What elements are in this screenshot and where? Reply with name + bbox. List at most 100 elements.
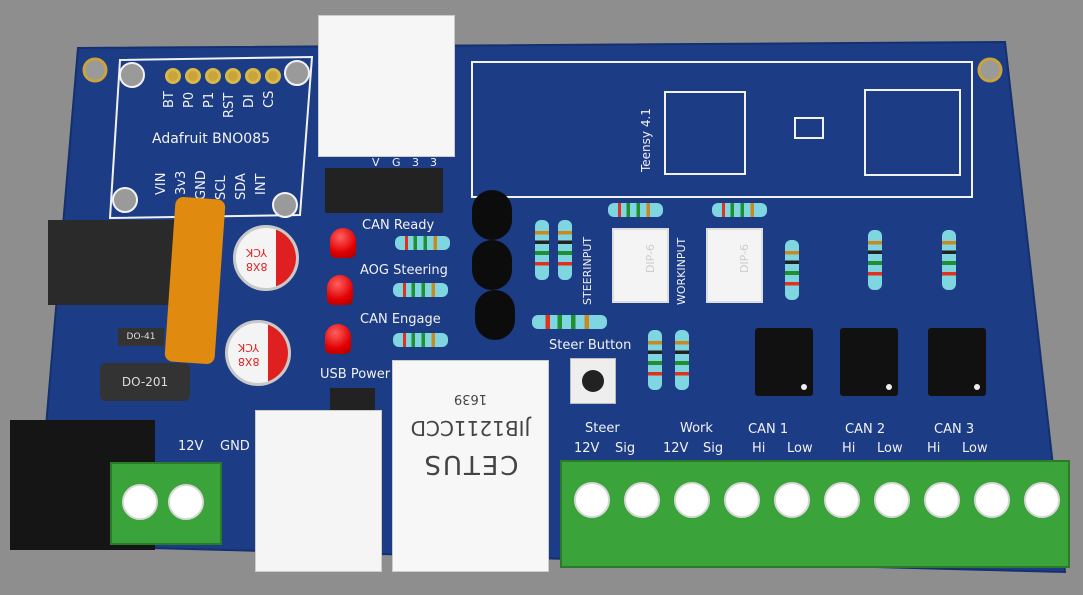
opto-input-label: WORKINPUT xyxy=(675,237,688,305)
resistor xyxy=(558,220,572,280)
terminal-screw[interactable] xyxy=(724,482,760,518)
resistor xyxy=(393,333,448,347)
led-aog-steering xyxy=(327,275,353,305)
can-transceiver-3 xyxy=(928,328,986,396)
terminal-label: Low xyxy=(877,441,903,456)
transistor xyxy=(472,240,512,290)
ethernet-model: JIB1211CCD xyxy=(410,416,531,440)
can-transceiver-1 xyxy=(755,328,813,396)
terminal-label: 12V xyxy=(663,441,689,456)
led-label: AOG Steering xyxy=(360,263,448,278)
terminal-screw[interactable] xyxy=(774,482,810,518)
pad xyxy=(205,68,221,84)
resistor xyxy=(868,230,882,290)
terminal-screw[interactable] xyxy=(874,482,910,518)
terminal-label: Sig xyxy=(703,441,724,456)
teensy-label: Teensy 4.1 xyxy=(639,108,653,172)
resistor xyxy=(942,230,956,290)
can-transceiver-2 xyxy=(840,328,898,396)
terminal-label: Sig xyxy=(615,441,636,456)
terminal-label: 12V xyxy=(178,439,204,454)
group-label: CAN 3 xyxy=(934,422,975,437)
header-pin-label: 3 xyxy=(412,156,419,169)
terminal-label: Low xyxy=(962,441,988,456)
pad xyxy=(165,68,181,84)
header-pin-label: G xyxy=(392,156,401,169)
resistor xyxy=(648,330,662,390)
resistor xyxy=(532,315,607,329)
pin-label: RST xyxy=(222,92,237,118)
ethernet-code: 1639 xyxy=(453,391,488,406)
pad xyxy=(265,68,281,84)
optocoupler-work: DIP-6 xyxy=(706,228,763,303)
transistor xyxy=(475,290,515,340)
pin-label: P1 xyxy=(202,91,217,108)
terminal-label: GND xyxy=(220,439,250,454)
usb-power-jumper[interactable] xyxy=(330,388,375,410)
led-label: CAN Engage xyxy=(360,312,441,327)
led-can-ready xyxy=(330,228,356,258)
io-terminal-block xyxy=(560,460,1070,568)
bno085-title: Adafruit BNO085 xyxy=(152,131,271,147)
group-label: CAN 2 xyxy=(845,422,886,437)
usb-connector-bottom xyxy=(255,410,382,572)
resistor xyxy=(393,283,448,297)
pin-label: DI xyxy=(242,94,257,108)
pad xyxy=(185,68,201,84)
resistor xyxy=(395,236,450,250)
ethernet-brand: CETUS xyxy=(422,449,519,479)
pin-label: VIN xyxy=(154,172,169,195)
pin-header xyxy=(325,168,443,213)
resistor xyxy=(712,203,767,217)
group-label: Steer xyxy=(585,421,620,436)
pad xyxy=(245,68,261,84)
terminal-screw[interactable] xyxy=(1024,482,1060,518)
terminal-label: 12V xyxy=(574,441,600,456)
pin-label: GND xyxy=(194,170,209,200)
diode-do41: DO-41 xyxy=(118,328,164,346)
power-terminal-block xyxy=(110,462,222,545)
pin-label: INT xyxy=(254,173,269,196)
usb-connector-top xyxy=(318,15,455,157)
terminal-label: Hi xyxy=(842,441,856,456)
header-pin-label: 3 xyxy=(430,156,437,169)
group-label: CAN 1 xyxy=(748,422,789,437)
transistor xyxy=(472,190,512,240)
pin-label: SDA xyxy=(234,173,249,200)
resistor xyxy=(608,203,663,217)
terminal-label: Hi xyxy=(927,441,941,456)
diode-do201: DO-201 xyxy=(100,363,190,401)
pad xyxy=(225,68,241,84)
header-pin-label: V xyxy=(372,156,380,169)
pin-label: 3v3 xyxy=(174,170,189,195)
terminal-screw[interactable] xyxy=(122,484,158,520)
terminal-label: Low xyxy=(787,441,813,456)
terminal-screw[interactable] xyxy=(574,482,610,518)
pin-label: BT xyxy=(162,91,177,108)
led-label: CAN Ready xyxy=(362,218,435,233)
led-can-engage xyxy=(325,324,351,354)
terminal-screw[interactable] xyxy=(624,482,660,518)
pin-label: CS xyxy=(262,90,277,108)
resistor xyxy=(785,240,799,300)
pin-label: SCL xyxy=(214,175,229,200)
terminal-screw[interactable] xyxy=(168,484,204,520)
opto-input-label: STEERINPUT xyxy=(581,236,594,305)
terminal-screw[interactable] xyxy=(824,482,860,518)
terminal-screw[interactable] xyxy=(924,482,960,518)
terminal-label: Hi xyxy=(752,441,766,456)
ethernet-jack: 1639 JIB1211CCD CETUS xyxy=(392,360,549,572)
optocoupler-steer: DIP-6 xyxy=(612,228,669,303)
steer-button[interactable] xyxy=(570,358,616,404)
pin-label: P0 xyxy=(182,91,197,108)
terminal-screw[interactable] xyxy=(974,482,1010,518)
resistor xyxy=(535,220,549,280)
steer-button-label: Steer Button xyxy=(549,338,632,353)
usb-power-label: USB Power xyxy=(320,367,391,382)
dc-barrel-jack xyxy=(48,220,178,305)
group-label: Work xyxy=(680,421,713,436)
resistor xyxy=(675,330,689,390)
terminal-screw[interactable] xyxy=(674,482,710,518)
